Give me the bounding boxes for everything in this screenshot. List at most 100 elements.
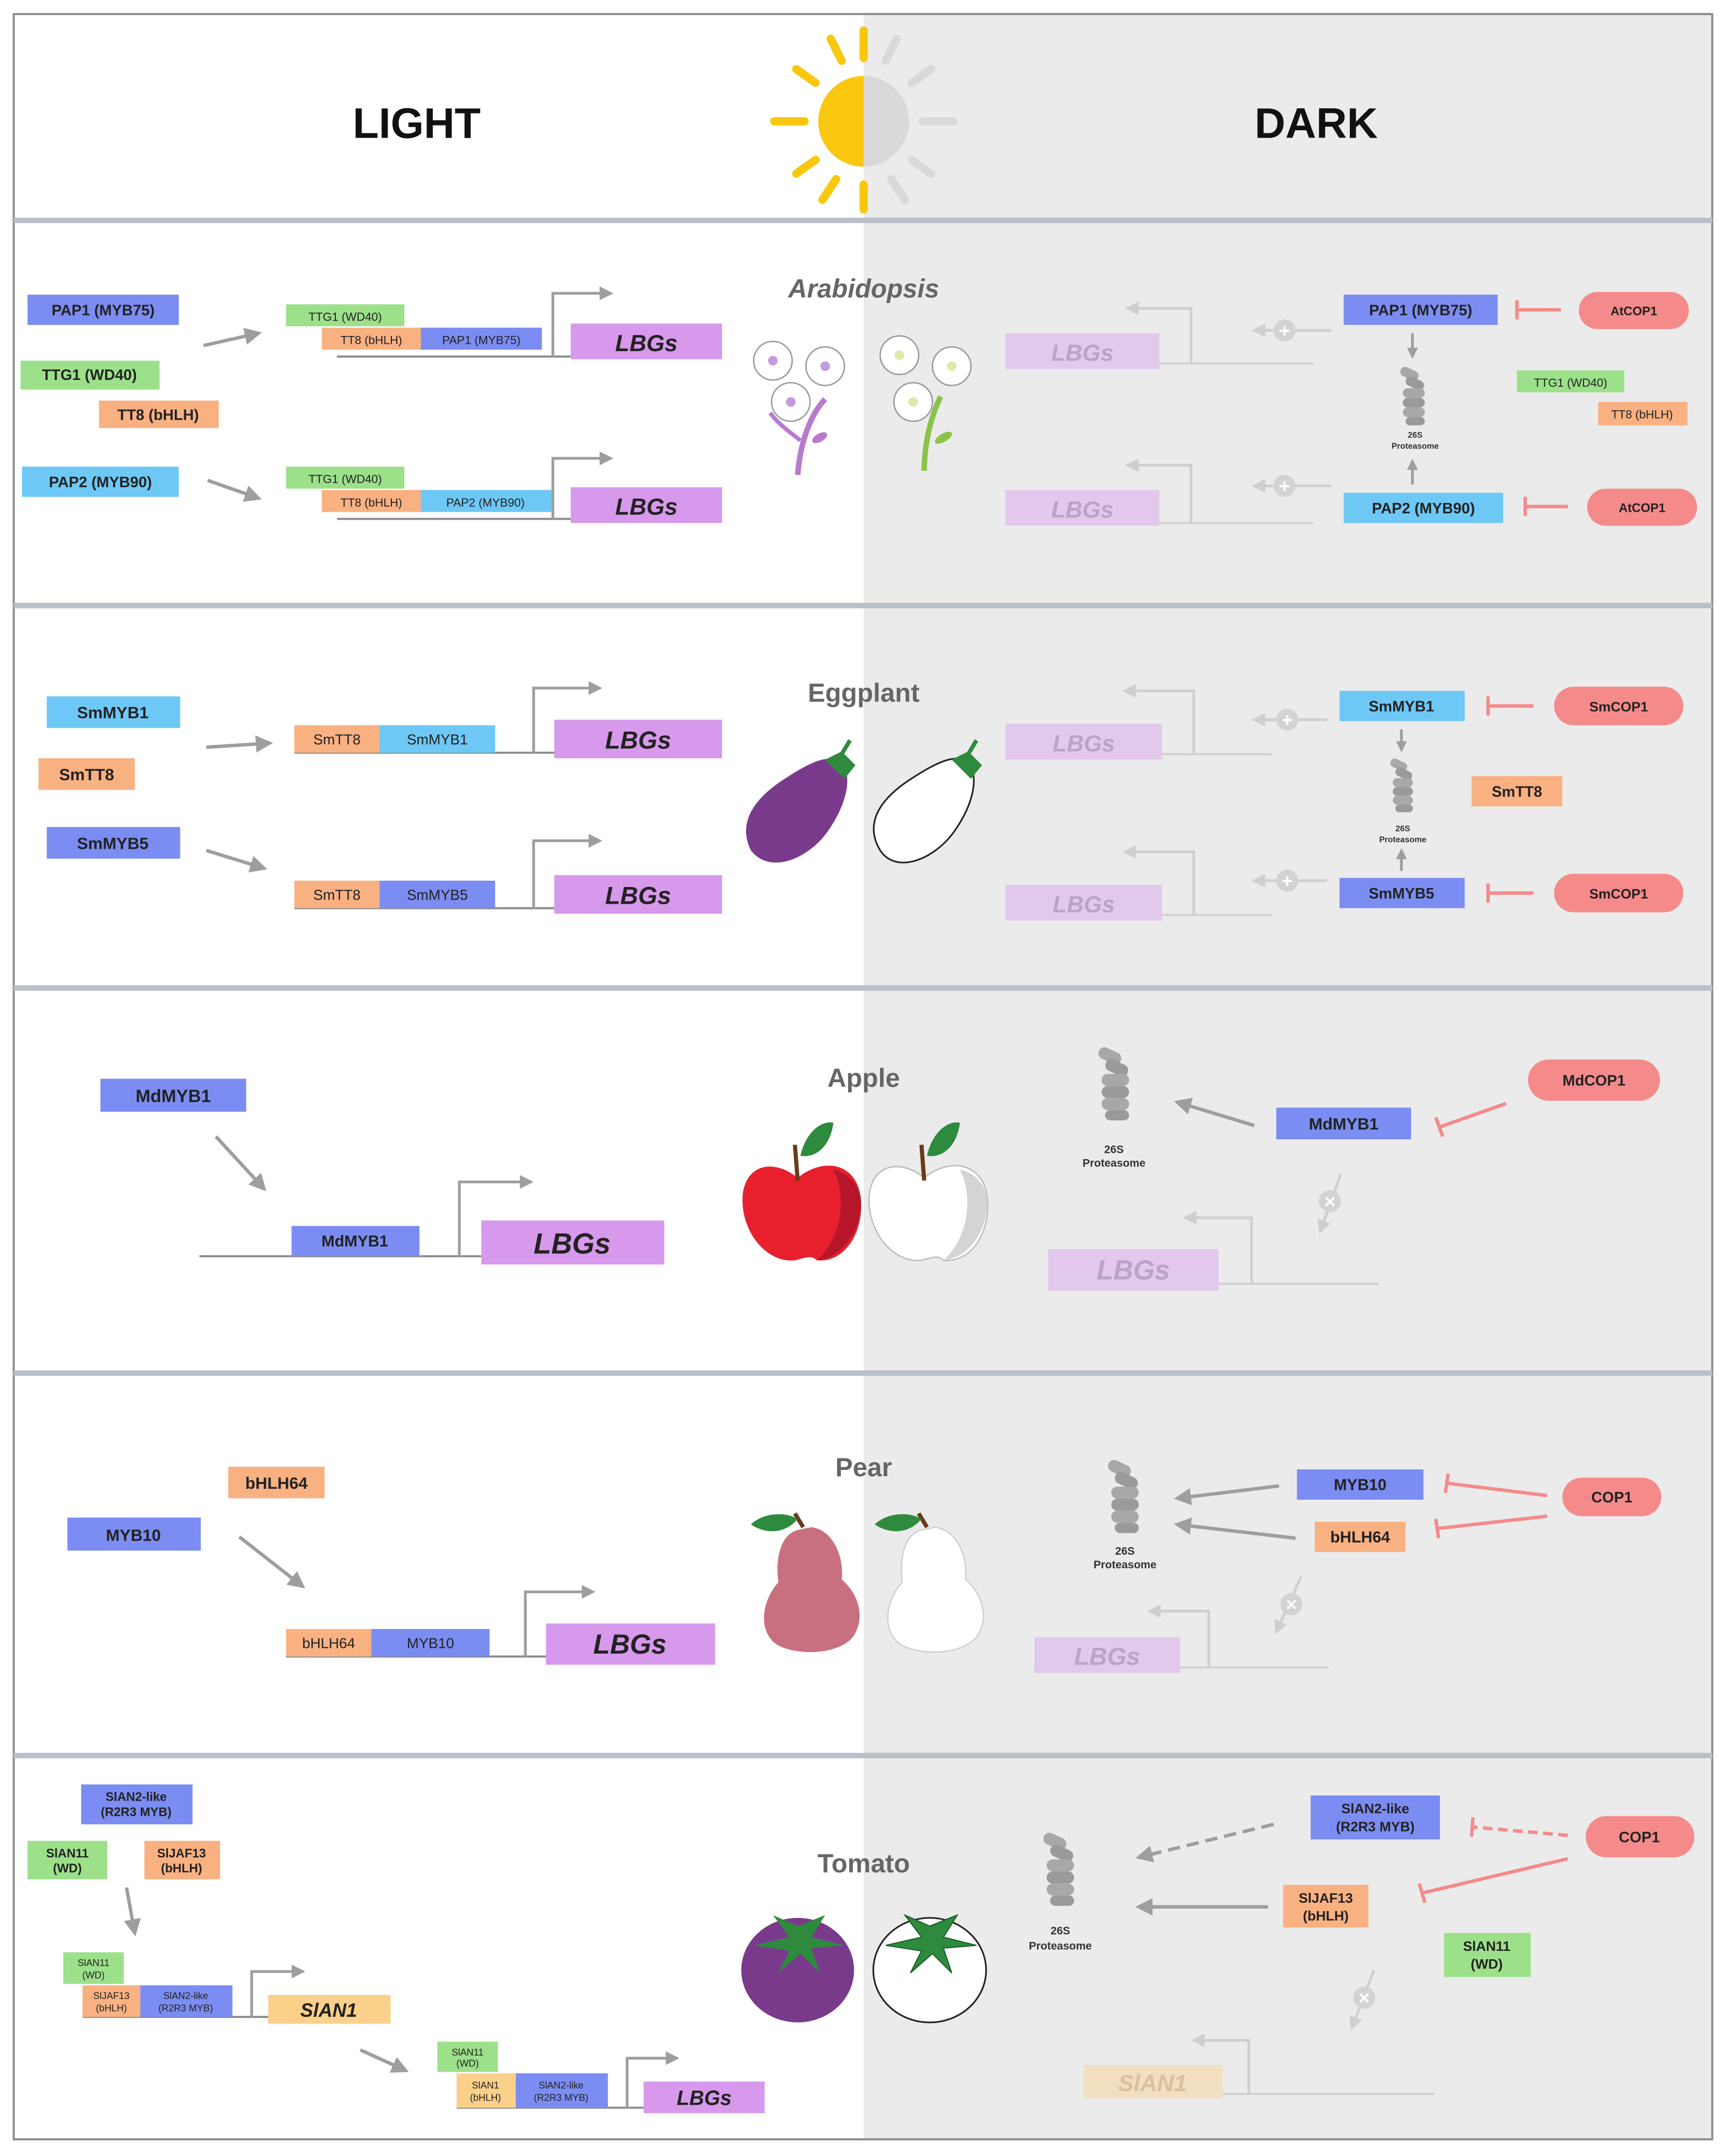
- mdmyb1-dark-label: MdMYB1: [1309, 1115, 1379, 1133]
- plus-symbol: +: [1279, 476, 1290, 497]
- lbgs-faded-label: LBGs: [1097, 1255, 1170, 1286]
- white-eggplant-icon: [873, 739, 982, 863]
- purple-eggplant-icon: [746, 739, 856, 863]
- slan2-free-label-line1: SlAN2-like: [106, 1791, 167, 1804]
- proteasome-26s-label: 26S: [1395, 824, 1410, 833]
- slan11-complex2-line1: SlAN11: [452, 2047, 483, 2058]
- tomato-title: Tomato: [818, 1849, 910, 1878]
- cross-symbol: ×: [1359, 1987, 1370, 2009]
- bhlh64-complex-label: bHLH64: [302, 1635, 355, 1652]
- ttg1-dark-label: TTG1 (WD40): [1534, 376, 1607, 389]
- tomato-panel: Tomato SlAN2-like (R2R3 MYB) SlAN11 (WD)…: [27, 1784, 1695, 2114]
- slan1-complex2-line1: SlAN1: [472, 2080, 499, 2091]
- smcop1-bottom-label: SmCOP1: [1589, 886, 1648, 902]
- ttg1-complex2-label: TTG1 (WD40): [309, 473, 382, 486]
- smmyb1-free-label: SmMYB1: [77, 703, 149, 722]
- lbgs-label: LBGs: [676, 2086, 731, 2109]
- white-pear-icon: [874, 1512, 984, 1653]
- sljaf13-free-label-line1: SlJAF13: [157, 1847, 206, 1860]
- mdmyb1-complex-label: MdMYB1: [321, 1233, 388, 1250]
- lbgs-label: LBGs: [605, 882, 671, 910]
- cop1-tomato-label: COP1: [1619, 1829, 1660, 1846]
- ttg1-free-label: TTG1 (WD40): [42, 367, 137, 384]
- plus-symbol: +: [1282, 709, 1293, 731]
- tt8-complex2-label: TT8 (bHLH): [341, 496, 402, 509]
- smcop1-top-label: SmCOP1: [1589, 699, 1648, 715]
- lbgs-label: LBGs: [593, 1629, 667, 1660]
- dark-heading: DARK: [1255, 99, 1378, 147]
- myb10-complex-label: MYB10: [407, 1635, 455, 1652]
- pap2-complex2-label: PAP2 (MYB90): [446, 496, 525, 509]
- lbgs-label: LBGs: [534, 1227, 611, 1260]
- proteasome-26s-label: 26S: [1408, 431, 1423, 440]
- white-apple-icon: [868, 1122, 989, 1262]
- proteasome-word-label: Proteasome: [1029, 1940, 1092, 1952]
- pap1-complex1-label: PAP1 (MYB75): [442, 334, 521, 347]
- ttg1-complex1-label: TTG1 (WD40): [309, 310, 382, 323]
- sljaf13-complex1-line1: SlJAF13: [93, 1990, 130, 2001]
- atcop1-top-label: AtCOP1: [1610, 305, 1657, 319]
- pap1-free-label: PAP1 (MYB75): [52, 302, 155, 319]
- slan11-free-label-line2: (WD): [53, 1862, 82, 1876]
- proteasome-26s-label: 26S: [1051, 1925, 1070, 1937]
- mdcop1-label: MdCOP1: [1562, 1073, 1625, 1090]
- proteasome-26s-label: 26S: [1104, 1143, 1124, 1155]
- tt8-complex1-label: TT8 (bHLH): [341, 334, 402, 347]
- slan2-complex2-line1: SlAN2-like: [539, 2080, 584, 2091]
- proteasome-word-label: Proteasome: [1379, 835, 1426, 844]
- bhlh64-dark-label: bHLH64: [1330, 1529, 1390, 1546]
- eggplant-panel: Eggplant SmMYB1 SmTT8 SmMYB5 SmTT8 SmMYB…: [38, 678, 1684, 921]
- slan11-complex1-line2: (WD): [82, 1970, 105, 1981]
- pap2-free-label: PAP2 (MYB90): [49, 474, 152, 491]
- smmyb1-complex1-label: SmMYB1: [407, 732, 468, 748]
- smmyb1-dark-label: SmMYB1: [1369, 699, 1434, 715]
- bhlh64-free-label: bHLH64: [245, 1474, 308, 1492]
- smtt8-complex2-label: SmTT8: [313, 887, 360, 903]
- lbgs-faded-label: LBGs: [1053, 892, 1115, 917]
- slan2-free-label-line2: (R2R3 MYB): [101, 1805, 172, 1819]
- myb10-dark-label: MYB10: [1334, 1476, 1386, 1494]
- panel-dividers: [14, 217, 1712, 1759]
- lbgs-label: LBGs: [615, 331, 678, 356]
- tt8-dark-label: TT8 (bHLH): [1611, 408, 1673, 421]
- mdmyb1-free-label: MdMYB1: [136, 1086, 211, 1106]
- slan1-gene-faded-label: SlAN1: [1118, 2071, 1187, 2096]
- proteasome-word-label: Proteasome: [1082, 1158, 1145, 1170]
- white-tomato-icon: [872, 1914, 987, 2024]
- myb10-free-label: MYB10: [106, 1526, 161, 1545]
- slan2-complex1-line1: SlAN2-like: [163, 1990, 208, 2001]
- slan2-dark-line2: (R2R3 MYB): [1336, 1818, 1415, 1834]
- sljaf13-complex1-line2: (bHLH): [96, 2003, 127, 2014]
- red-apple-icon: [742, 1122, 862, 1261]
- lbgs-faded-label: LBGs: [1051, 340, 1113, 366]
- purple-tomato-icon: [741, 1915, 854, 2023]
- tt8-free-label: TT8 (bHLH): [117, 407, 199, 423]
- smtt8-free-label: SmTT8: [59, 765, 114, 784]
- slan2-complex1-line2: (R2R3 MYB): [159, 2003, 213, 2014]
- lbgs-faded-label: LBGs: [1074, 1643, 1140, 1670]
- eggplant-title: Eggplant: [808, 678, 920, 708]
- pear-title: Pear: [836, 1453, 892, 1482]
- smtt8-dark-label: SmTT8: [1492, 784, 1542, 801]
- arabidopsis-title: Arabidopsis: [787, 274, 940, 303]
- slan2-dark-line1: SlAN2-like: [1341, 1801, 1409, 1816]
- smmyb5-complex2-label: SmMYB5: [407, 887, 468, 903]
- smtt8-complex1-label: SmTT8: [313, 732, 360, 748]
- purple-arabidopsis-flower-icon: [753, 341, 845, 475]
- cop1-pear-label: COP1: [1591, 1489, 1632, 1506]
- arabidopsis-panel: Arabidopsis PAP1 (MYB75) TTG1 (WD40) TT8…: [20, 274, 1697, 526]
- smmyb5-dark-label: SmMYB5: [1369, 885, 1434, 902]
- lbgs-label: LBGs: [605, 727, 671, 755]
- cross-symbol: ×: [1286, 1594, 1298, 1615]
- sljaf13-dark-line2: (bHLH): [1303, 1908, 1349, 1924]
- pear-panel: Pear bHLH64 MYB10 bHLH64 MYB10 LBGs 26S …: [67, 1453, 1662, 1674]
- atcop1-bottom-label: AtCOP1: [1619, 501, 1665, 515]
- red-pear-icon: [751, 1512, 860, 1653]
- sun-icon: [770, 26, 957, 214]
- lbgs-faded-label: LBGs: [1051, 497, 1113, 523]
- pap1-dark-label: PAP1 (MYB75): [1369, 302, 1472, 319]
- apple-title: Apple: [827, 1063, 900, 1093]
- outer-frame: [13, 13, 1713, 2141]
- lbgs-label: LBGs: [615, 495, 678, 520]
